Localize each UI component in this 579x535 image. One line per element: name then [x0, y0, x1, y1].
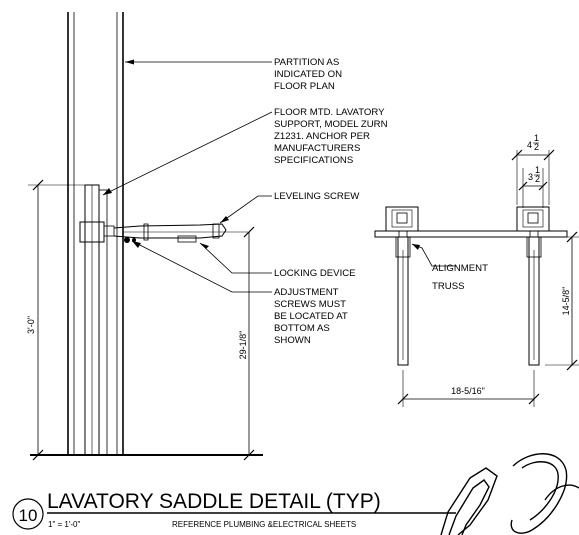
- svg-text:1: 1: [534, 133, 539, 143]
- reference-note: REFERENCE PLUMBING &ELECTRICAL SHEETS: [172, 520, 356, 529]
- svg-text:INDICATED ON: INDICATED ON: [274, 69, 342, 80]
- rim-height-dimension: 29-1/8": [238, 226, 255, 461]
- svg-text:PARTITION AS: PARTITION AS: [274, 57, 339, 68]
- partition-wall: [67, 12, 124, 455]
- truss-height-dimension: 14-5/8": [545, 231, 579, 371]
- svg-text:ADJUSTMENT: ADJUSTMENT: [274, 287, 339, 298]
- carrier-arm: [113, 223, 248, 243]
- alignment-truss: [374, 230, 568, 238]
- title-block: 10 LAVATORY SADDLE DETAIL (TYP) 1" = 1'-…: [12, 490, 456, 530]
- adjustment-note: ADJUSTMENT SCREWS MUST BE LOCATED AT BOT…: [274, 287, 348, 346]
- svg-text:4: 4: [527, 140, 532, 150]
- svg-text:FLOOR PLAN: FLOOR PLAN: [274, 81, 335, 92]
- left-saddle-bracket: [385, 206, 419, 238]
- support-note: FLOOR MTD. LAVATORY SUPPORT, MODEL ZURN …: [274, 107, 388, 166]
- svg-text:ALIGNMENT: ALIGNMENT: [432, 263, 488, 274]
- width-dimension: 18-5/16": [397, 370, 540, 407]
- side-elevation: 3'-0" 29-1/8" PARTITION AS INDICATED ON …: [26, 12, 388, 461]
- alignment-truss-note: ALIGNMENT TRUSS: [432, 263, 488, 292]
- watermark: [440, 453, 579, 535]
- svg-text:1: 1: [535, 165, 540, 175]
- front-elevation: ALIGNMENT TRUSS 14-5/8" 18-5/16": [374, 133, 579, 407]
- detail-title: LAVATORY SADDLE DETAIL (TYP): [47, 490, 381, 513]
- svg-text:BOTTOM AS: BOTTOM AS: [274, 323, 330, 334]
- svg-text:2: 2: [535, 174, 540, 184]
- right-leg: [526, 236, 542, 366]
- svg-text:BE LOCATED AT: BE LOCATED AT: [274, 311, 348, 322]
- svg-text:FLOOR MTD. LAVATORY: FLOOR MTD. LAVATORY: [274, 107, 385, 118]
- svg-text:SHOWN: SHOWN: [274, 335, 311, 346]
- inner-top-dimension: 3 1 2: [518, 165, 548, 208]
- svg-text:TRUSS: TRUSS: [432, 281, 465, 292]
- leveling-screw-note: LEVELING SCREW: [274, 191, 360, 202]
- detail-number-circle: [12, 498, 44, 530]
- detail-scale: 1" = 1'-0": [48, 520, 80, 529]
- leader-lines: [102, 59, 273, 293]
- outer-top-dimension: 4 1 2: [511, 133, 555, 205]
- right-saddle-bracket: [516, 206, 550, 238]
- partition-note: PARTITION AS INDICATED ON FLOOR PLAN: [274, 57, 342, 92]
- truss-height-label: 14-5/8": [561, 287, 571, 316]
- total-height-dimension: 3'-0": [26, 179, 90, 461]
- svg-text:2: 2: [534, 142, 539, 152]
- svg-text:SUPPORT, MODEL ZURN: SUPPORT, MODEL ZURN: [274, 119, 388, 130]
- rim-height-label: 29-1/8": [238, 331, 248, 360]
- locking-device-note: LOCKING DEVICE: [274, 268, 356, 279]
- detail-number: 10: [19, 506, 38, 525]
- svg-text:SCREWS MUST: SCREWS MUST: [274, 299, 346, 310]
- svg-text:SPECIFICATIONS: SPECIFICATIONS: [274, 155, 353, 166]
- svg-text:Z1231. ANCHOR PER: Z1231. ANCHOR PER: [274, 131, 370, 142]
- width-label: 18-5/16": [451, 386, 485, 396]
- support-upright: [79, 184, 115, 456]
- leveling-screw: [212, 223, 220, 239]
- adjustment-screw: [124, 237, 130, 243]
- total-height-label: 3'-0": [26, 316, 36, 334]
- left-leg: [395, 236, 411, 366]
- svg-text:3: 3: [528, 172, 533, 182]
- svg-text:MANUFACTURERS: MANUFACTURERS: [274, 143, 360, 154]
